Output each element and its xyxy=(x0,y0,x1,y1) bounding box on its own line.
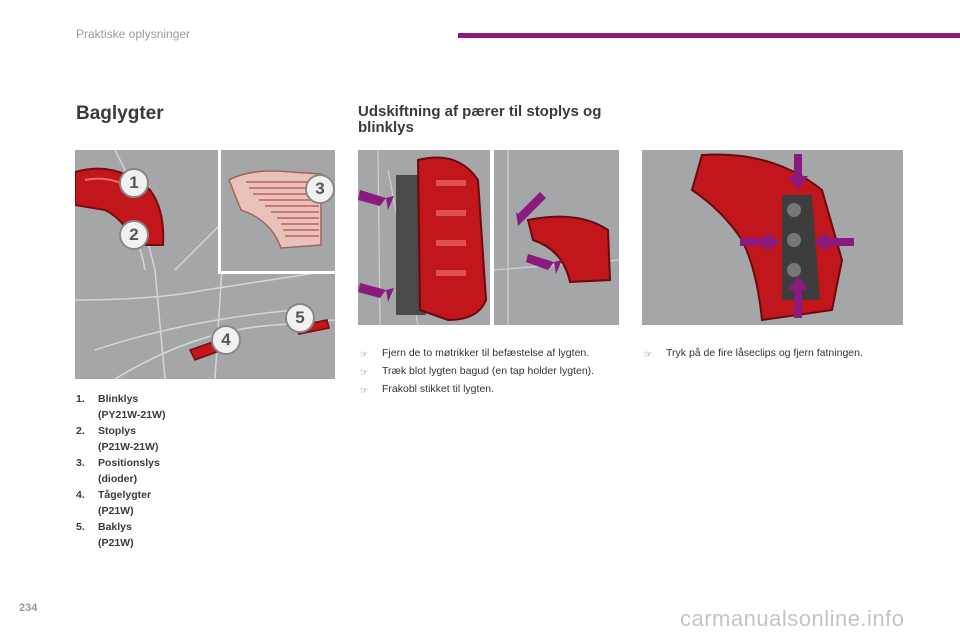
rear-lamps-illustration: 1 2 3 4 5 xyxy=(75,150,335,379)
bullet-arrow-icon: ☞ xyxy=(360,367,369,377)
steps-list-2: ☞Tryk på de fire låseclips og fjern fatn… xyxy=(644,346,914,364)
page-number: 234 xyxy=(19,602,38,614)
callout-2: 2 xyxy=(119,220,149,250)
bullet-arrow-icon: ☞ xyxy=(360,385,369,395)
bulb-legend: 1.Blinklys(PY21W-21W) 2.Stoplys(P21W-21W… xyxy=(76,391,188,551)
steps-list-1: ☞Fjern de to møtrikker til befæstelse af… xyxy=(360,346,600,400)
left-heading: Baglygter xyxy=(76,103,164,124)
legend-item: 4.Tågelygter(P21W) xyxy=(76,489,152,517)
bullet-arrow-icon: ☞ xyxy=(644,349,653,359)
callout-3: 3 xyxy=(305,174,335,204)
step-item: ☞Fjern de to møtrikker til befæstelse af… xyxy=(360,346,600,362)
watermark: carmanualsonline.info xyxy=(680,606,905,631)
step-item: ☞Tryk på de fire låseclips og fjern fatn… xyxy=(644,346,914,362)
section-title: Praktiske oplysninger xyxy=(76,27,191,41)
legend-item: 5.Baklys(P21W) xyxy=(76,521,134,549)
step-item: ☞Frakobl stikket til lygten. xyxy=(360,382,600,398)
header-accent-bar xyxy=(458,33,960,38)
step-item: ☞Træk blot lygten bagud (en tap holder l… xyxy=(360,364,600,380)
lamp-removal-illustration xyxy=(358,150,619,325)
callout-5: 5 xyxy=(285,303,315,333)
legend-item: 3.Positionslys(dioder) xyxy=(76,457,160,485)
callout-4: 4 xyxy=(211,325,241,355)
legend-item: 1.Blinklys(PY21W-21W) xyxy=(76,393,166,421)
bullet-arrow-icon: ☞ xyxy=(360,349,369,359)
callout-1: 1 xyxy=(119,168,149,198)
led-inset-image xyxy=(218,150,335,274)
legend-item: 2.Stoplys(P21W-21W) xyxy=(76,425,159,453)
right-heading: Udskiftning af pærer til stoplys og blin… xyxy=(358,103,602,136)
bulb-holder-illustration xyxy=(642,150,903,325)
